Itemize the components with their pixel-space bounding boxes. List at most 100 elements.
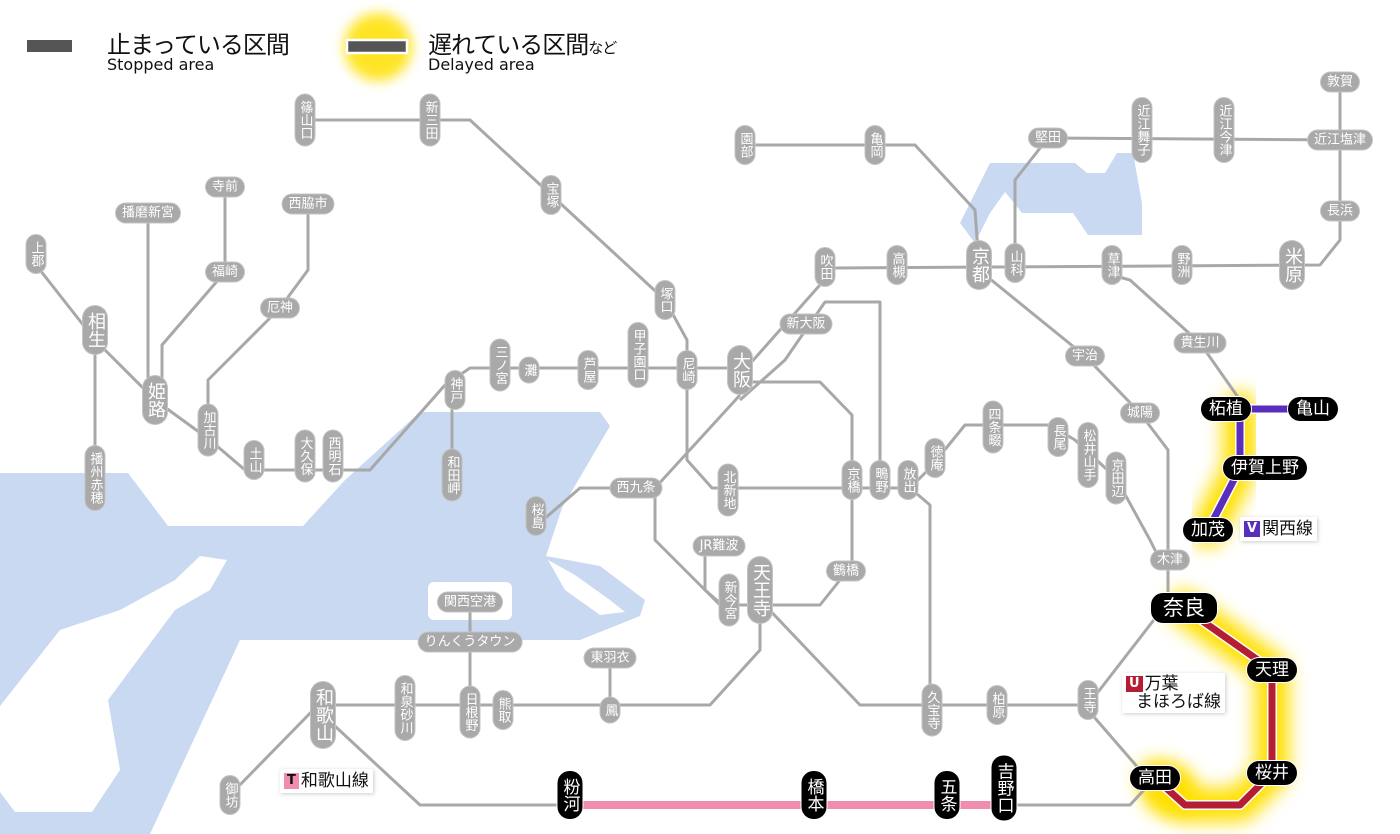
station-normal[interactable]: 御坊 (220, 776, 240, 814)
station-normal[interactable]: 米原 (1280, 241, 1304, 289)
station-normal[interactable]: 徳庵 (925, 439, 945, 477)
station-normal[interactable]: 鶴橋 (826, 561, 866, 581)
legend-delayed-subtitle: Delayed area (428, 55, 535, 74)
station-normal[interactable]: 亀岡 (865, 126, 885, 164)
station-normal[interactable]: 姫路 (143, 376, 167, 424)
station-normal[interactable]: 甲子園口 (628, 323, 648, 387)
station-normal[interactable]: 近江塩津 (1307, 130, 1373, 150)
station-normal[interactable]: 長浜 (1320, 201, 1360, 221)
station-delayed[interactable]: 吉野口 (991, 755, 1017, 821)
station-normal[interactable]: 福崎 (205, 262, 245, 282)
station-normal[interactable]: 宝塚 (541, 176, 561, 214)
station-normal[interactable]: 近江舞子 (1132, 98, 1152, 162)
station-normal[interactable]: 吹田 (815, 248, 835, 286)
station-normal[interactable]: 四条畷 (983, 401, 1003, 453)
station-normal[interactable]: 日根野 (460, 686, 480, 738)
station-normal[interactable]: 鳳 (600, 697, 620, 723)
station-normal[interactable]: 鴫野 (870, 461, 890, 499)
station-normal[interactable]: 桜島 (526, 497, 546, 535)
station-normal[interactable]: 園部 (735, 126, 755, 164)
station-normal[interactable]: 京橋 (842, 461, 862, 499)
station-normal[interactable]: 大久保 (295, 430, 315, 482)
station-normal[interactable]: 厄神 (260, 298, 300, 318)
station-normal[interactable]: 貴生川 (1174, 333, 1226, 353)
station-normal[interactable]: 三ノ宮 (490, 339, 510, 391)
station-normal[interactable]: 城陽 (1120, 403, 1160, 423)
station-delayed[interactable]: 天理 (1247, 658, 1297, 682)
track-normal (1013, 136, 1341, 263)
station-normal[interactable]: 山科 (1005, 244, 1025, 282)
station-normal[interactable]: 野洲 (1172, 246, 1192, 284)
station-normal[interactable]: JR難波 (693, 536, 745, 556)
station-normal[interactable]: 芦屋 (578, 351, 598, 389)
track-normal (321, 713, 570, 807)
station-normal[interactable]: 放出 (898, 461, 918, 499)
line-name-line2: まほろば線 (1136, 692, 1221, 712)
station-normal[interactable]: 和歌山 (311, 682, 335, 748)
track-normal (909, 486, 932, 710)
station-normal[interactable]: 新大阪 (780, 314, 832, 334)
station-normal[interactable]: 尼崎 (677, 351, 697, 389)
line-code-badge: U (1126, 676, 1143, 692)
station-delayed[interactable]: 奈良 (1151, 593, 1217, 623)
station-normal[interactable]: 松井山手 (1078, 423, 1098, 487)
station-normal[interactable]: 天王寺 (748, 557, 772, 623)
station-normal[interactable]: 西九条 (610, 478, 662, 498)
station-normal[interactable]: 和田岬 (442, 449, 462, 501)
station-normal[interactable]: 播磨新宮 (115, 203, 181, 223)
station-normal[interactable]: 草津 (1102, 246, 1122, 284)
station-normal[interactable]: 西脇市 (282, 194, 334, 214)
station-normal[interactable]: 新三田 (420, 94, 440, 146)
station-normal[interactable]: 京都 (967, 241, 991, 289)
station-normal[interactable]: 木津 (1150, 550, 1190, 570)
station-normal[interactable]: 播州赤穂 (85, 446, 105, 510)
station-normal[interactable]: 大阪 (728, 346, 752, 394)
line-name: 関西線 (1262, 519, 1314, 539)
station-normal[interactable]: 西明石 (323, 430, 343, 482)
station-delayed[interactable]: 柘植 (1201, 397, 1251, 421)
station-delayed[interactable]: 高田 (1130, 766, 1180, 790)
station-normal[interactable]: 東羽衣 (584, 648, 636, 668)
station-normal[interactable]: 敦賀 (1320, 72, 1360, 92)
station-normal[interactable]: りんくうタウン (418, 632, 522, 652)
station-normal[interactable]: 土山 (244, 441, 264, 479)
station-normal[interactable]: 寺前 (205, 177, 245, 197)
track-normal (305, 118, 910, 490)
station-normal[interactable]: 王寺 (1078, 681, 1098, 719)
station-normal[interactable]: 京田辺 (1106, 452, 1126, 504)
station-normal[interactable]: 神戸 (445, 371, 465, 409)
station-normal[interactable]: 新今宮 (719, 574, 739, 626)
station-normal[interactable]: 関西空港 (437, 592, 503, 612)
station-normal[interactable]: 高槻 (887, 246, 907, 284)
station-normal[interactable]: 熊取 (493, 691, 513, 729)
station-normal[interactable]: 長尾 (1048, 418, 1068, 456)
station-delayed[interactable]: 亀山 (1288, 397, 1338, 421)
station-normal[interactable]: 塚口 (655, 281, 675, 319)
station-normal[interactable]: 北新地 (718, 464, 738, 516)
station-normal[interactable]: 久宝寺 (922, 684, 942, 736)
station-normal[interactable]: 和泉砂川 (395, 676, 415, 740)
track-normal (160, 187, 227, 400)
track-normal (1086, 709, 1142, 771)
station-normal[interactable]: 堅田 (1028, 128, 1068, 148)
station-normal[interactable]: 柏原 (987, 686, 1007, 724)
station-delayed[interactable]: 加茂 (1183, 518, 1233, 542)
station-delayed[interactable]: 桜井 (1247, 761, 1297, 785)
legend-stopped-subtitle: Stopped area (107, 55, 215, 74)
station-delayed[interactable]: 橋本 (801, 771, 827, 819)
station-delayed[interactable]: 五条 (934, 771, 960, 819)
station-normal[interactable]: 近江今津 (1214, 98, 1234, 162)
station-normal[interactable]: 灘 (519, 357, 539, 383)
station-delayed[interactable]: 伊賀上野 (1223, 456, 1307, 480)
legend-delayed-swatch (345, 38, 409, 55)
track-normal (228, 698, 325, 797)
station-normal[interactable]: 宇治 (1065, 346, 1105, 366)
station-normal[interactable]: 上郡 (26, 235, 46, 273)
station-normal[interactable]: 篠山口 (295, 94, 315, 146)
station-normal[interactable]: 加古川 (198, 404, 218, 456)
station-delayed[interactable]: 粉河 (557, 771, 583, 819)
station-normal[interactable]: 相生 (83, 306, 107, 354)
